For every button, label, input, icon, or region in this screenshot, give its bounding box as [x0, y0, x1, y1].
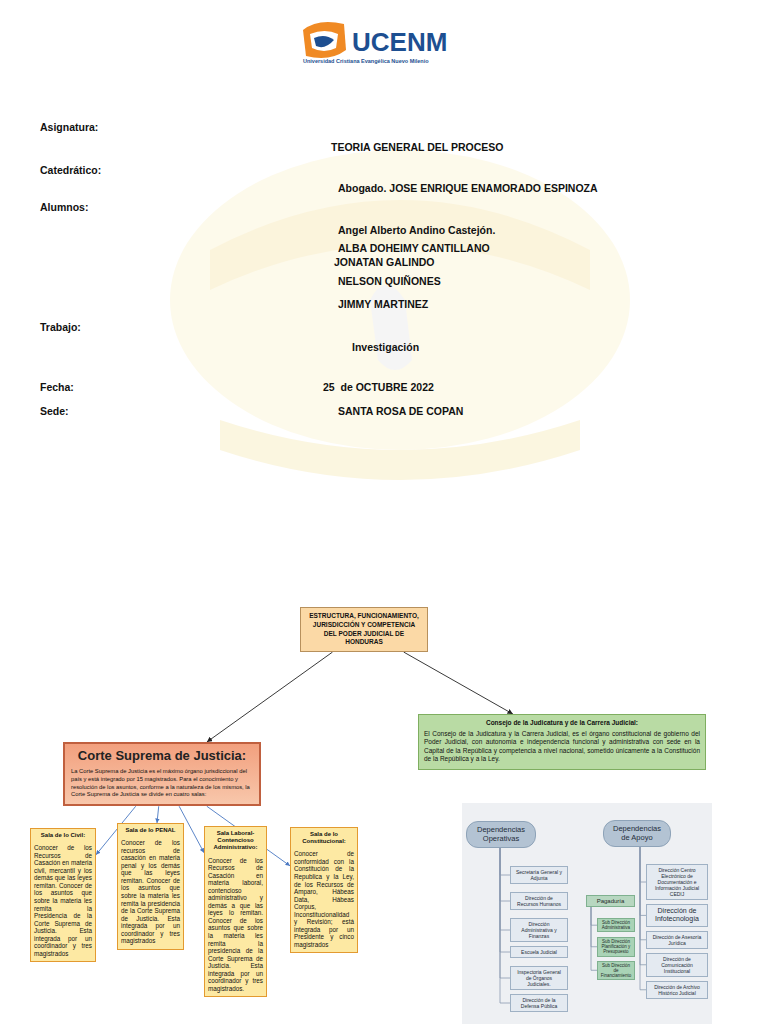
- topic-box: ESTRUCTURA, FUNCIONAMIENTO, JURISDICCIÓN…: [300, 607, 428, 652]
- org-connector: [500, 848, 510, 1003]
- sub-unit: Sub Dirección Administrativa: [597, 918, 635, 932]
- org-chart-panel: [462, 803, 712, 1024]
- sub-unit: Sub Dirección de Financiamiento: [597, 961, 635, 981]
- sub-unit: Sub Dirección Planificación y Presupuest…: [597, 937, 635, 957]
- box-text: Dirección de Infotecnología: [650, 907, 704, 924]
- box-text: La Corte Suprema de Justicia es el máxim…: [71, 768, 253, 799]
- org-unit: Dirección Administrativa y Finanzas: [510, 918, 568, 942]
- box-text: Sub Dirección Administrativa: [600, 920, 632, 930]
- box-text: Sub Dirección de Financiamiento: [600, 963, 632, 979]
- council-box: Consejo de la Judicatura y de la Carrera…: [418, 714, 706, 770]
- court-box: Corte Suprema de Justicia: La Corte Supre…: [63, 742, 261, 806]
- org-unit: Secretaría General y Adjunta: [510, 866, 568, 884]
- edges: [96, 652, 646, 1003]
- chamber-box: Sala Laboral-Contencioso Administrativo:…: [204, 826, 267, 997]
- student-name: ALBA DOHEIMY CANTILLANO: [338, 242, 490, 255]
- field-value: SANTA ROSA DE COPAN: [338, 405, 463, 418]
- field-name: Alumnos:: [40, 201, 88, 214]
- student-name: Angel Alberto Andino Castejón.: [338, 224, 495, 237]
- box-text: Conocer de conformidad con la Constituci…: [294, 850, 354, 948]
- org-unit: Dirección de Comunicación Institucional: [646, 953, 708, 977]
- org-connector: [500, 848, 510, 978]
- box-text: Dirección de la Defensa Pública: [514, 997, 564, 1009]
- paymaster-unit: Pagaduría: [586, 895, 635, 907]
- box-text: Conocer de los Recursos de Casación en m…: [34, 844, 92, 957]
- field-value: TEORIA GENERAL DEL PROCESO: [331, 141, 504, 154]
- org-unit: Dirección de Recursos Humanos: [510, 892, 568, 910]
- box-heading: Sala de lo Constitucional:: [294, 831, 354, 845]
- student-name: JIMMY MARTINEZ: [338, 298, 428, 311]
- box-text: Dependencias Operativas: [471, 826, 531, 843]
- box-heading: Sala de lo PENAL: [121, 827, 180, 834]
- department-group: Dependencias Operativas: [466, 821, 536, 848]
- org-unit: Escuela Judicial: [510, 946, 568, 958]
- logo-shape: [310, 31, 338, 51]
- box-text: El Consejo de la Judicatura y la Carrera…: [424, 730, 700, 764]
- logo-wordmark: UCENM: [352, 27, 447, 58]
- box-heading: Corte Suprema de Justicia:: [71, 748, 253, 763]
- logo-emblem: [303, 22, 346, 58]
- field-name: Sede:: [40, 405, 69, 418]
- box-text: Dependencias de Apoyo: [608, 825, 666, 842]
- org-connector: [500, 848, 510, 952]
- chamber-box: Sala de lo PENAL Conocer de los recursos …: [117, 823, 184, 950]
- field-value: Abogado. JOSE ENRIQUE ENAMORADO ESPINOZA: [338, 182, 598, 195]
- box-text: Conocer de los recursos de casación en m…: [121, 839, 180, 945]
- org-connector: [500, 848, 510, 930]
- box-text: Dirección Centro Electrónico de Document…: [650, 867, 704, 897]
- student-name: JONATAN GALINDO: [334, 256, 435, 269]
- org-unit: Dirección de Archivo Histórico Judicial: [646, 981, 708, 999]
- box-text: Pagaduría: [590, 898, 631, 904]
- box-text: Sub Dirección Planificación y Presupuest…: [600, 939, 632, 955]
- box-text: Secretaría General y Adjunta: [514, 869, 564, 881]
- logo-shape: [303, 22, 346, 58]
- box-text: Dirección de Comunicación Institucional: [650, 956, 704, 974]
- org-connector: [500, 848, 510, 875]
- org-unit: Inspectoria General de Órganos Judiciale…: [510, 966, 568, 990]
- box-text: Inspectoria General de Órganos Judiciale…: [514, 969, 564, 987]
- student-name: NELSON QUIÑONES: [338, 275, 441, 288]
- chamber-box: Sala de lo Constitucional: Conocer de con…: [290, 827, 358, 953]
- box-text: Conocer de los Recursos de Casación en m…: [208, 857, 263, 993]
- arrow-connector: [157, 806, 159, 823]
- field-name: Asignatura:: [40, 121, 98, 134]
- box-text: ESTRUCTURA, FUNCIONAMIENTO, JURISDICCIÓN…: [306, 612, 422, 647]
- field-name: Fecha:: [40, 381, 74, 394]
- field-name: Trabajo:: [40, 321, 81, 334]
- org-unit: Dirección de Asesoría Jurídica: [646, 931, 708, 949]
- department-group: Dependencias de Apoyo: [603, 820, 671, 847]
- arrow-connector: [207, 652, 333, 742]
- watermark-band: [210, 200, 590, 290]
- box-heading: Consejo de la Judicatura y de la Carrera…: [424, 719, 700, 726]
- logo-subtitle: Universidad Cristiana Evangélica Nuevo M…: [303, 58, 429, 65]
- org-unit: Dirección de la Defensa Pública: [510, 994, 568, 1012]
- field-value: 25 de OCTUBRE 2022: [323, 381, 434, 394]
- box-text: Dirección de Recursos Humanos: [514, 895, 564, 907]
- watermark-shape: [170, 150, 630, 450]
- watermark: [170, 150, 630, 480]
- org-unit: Dirección Centro Electrónico de Document…: [646, 864, 708, 900]
- arrow-connector: [404, 652, 513, 714]
- logo-shape: [314, 36, 334, 47]
- org-connector: [500, 848, 510, 901]
- watermark-band: [220, 420, 580, 480]
- field-name: Catedrático:: [40, 164, 101, 177]
- chamber-box: Sala de lo Civil: Conocer de los Recursos…: [30, 828, 96, 962]
- watermark-figure: [370, 285, 412, 370]
- box-text: Escuela Judicial: [514, 949, 564, 955]
- box-heading: Sala de lo Civil:: [34, 832, 92, 839]
- org-unit: Dirección de Infotecnología: [646, 904, 708, 927]
- box-heading: Sala Laboral-Contencioso Administrativo:: [208, 830, 263, 852]
- field-value: Investigación: [352, 341, 419, 354]
- box-text: Dirección de Asesoría Jurídica: [650, 934, 704, 946]
- box-text: Dirección Administrativa y Finanzas: [514, 921, 564, 939]
- box-text: Dirección de Archivo Histórico Judicial: [650, 984, 704, 996]
